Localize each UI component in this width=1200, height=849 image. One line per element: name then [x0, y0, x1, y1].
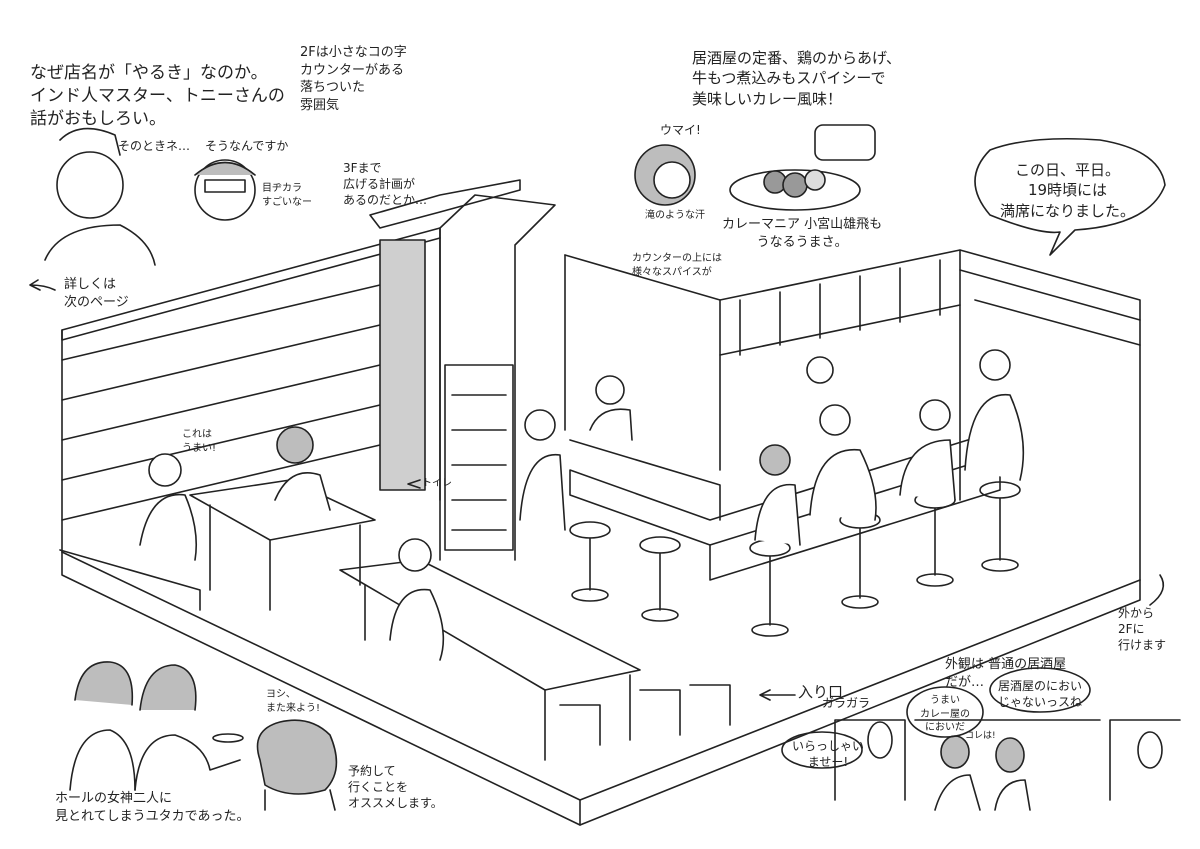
goddess-vignette: [69, 661, 244, 791]
stairs-arrow-icon: [1149, 574, 1165, 606]
eye-note: 目ヂカラ すごいなー: [262, 183, 312, 208]
izakaya-smell-bubble: 居酒屋のにおい じゃないっスね: [998, 679, 1083, 710]
kitchen-wall: [564, 249, 1141, 581]
tables: [59, 479, 731, 761]
exterior-note: 外観は 普通の居酒屋 だが…: [945, 657, 1067, 690]
master-and-writer-vignette: [44, 127, 256, 266]
toilet-doorway: [369, 179, 521, 491]
curly-hair-vignette: [256, 719, 338, 811]
counter-stools: [569, 481, 1021, 637]
toilet-arrow-icon: [407, 479, 421, 489]
second-floor-note: 2Fは小さなコの字 カウンターがある 落ちついた 雰囲気: [300, 45, 407, 113]
floor-platform: [61, 551, 1141, 826]
sweat-customer-vignette: [634, 144, 696, 206]
customers: [139, 349, 1025, 661]
umai-exclamation: ウマイ!: [660, 123, 701, 137]
food-note: 居酒屋の定番、鶏のからあげ、 牛もつ煮込みもスパイシーで 美味しいカレー風味！: [692, 49, 901, 108]
exterior-vignette: [781, 667, 1181, 811]
welcome-bubble: いらっしゃい ませー!: [792, 739, 865, 770]
outside-stairs-note: 外から 2Fに 行けます: [1118, 606, 1167, 653]
full-house-bubble-shape: [974, 137, 1166, 256]
curry-smell-bubble: うまい カレー屋の においだ: [920, 695, 970, 733]
spice-note: カウンターの上には 様々なスパイスが: [632, 253, 722, 278]
door-sound: ガラガラ: [822, 696, 871, 710]
goddess-caption: ホールの女神二人に 見とれてしまうユタカであった。: [55, 791, 250, 824]
pillar: [439, 194, 556, 561]
come-again-speech: ヨシ、 また来よう!: [266, 689, 321, 714]
entrance-label: 入り口: [798, 683, 844, 701]
food-plates: [729, 124, 876, 211]
next-page-arrow-icon: [29, 279, 56, 291]
entrance-arrow-icon: [759, 689, 796, 701]
master-speech: そのときネ…: [118, 139, 191, 153]
kore-umai-speech: これは うまい!: [182, 429, 217, 454]
reservation-note: 予約して 行くことを オススメします。: [348, 764, 443, 811]
third-floor-note: 3Fまで 広げる計画が あるのだとか…: [343, 161, 428, 208]
curry-mania-note: カレーマニア 小宮山雄飛も うなるうまさ。: [722, 217, 883, 250]
next-page-note: 詳しくは 次のページ: [64, 277, 129, 310]
toilet-label: トイレ: [422, 478, 452, 489]
listener-speech: そうなんですか: [205, 139, 289, 153]
sweat-note: 滝のような汗: [645, 210, 705, 221]
kore-wa-exclamation: コレは!: [965, 731, 996, 741]
intro-caption: なぜ店名が「やるき」なのか。 インド人マスター、トニーさんの 話がおもしろい。: [30, 63, 285, 129]
full-house-bubble: この日、平日。 19時頃には 満席になりました。: [1000, 161, 1136, 220]
